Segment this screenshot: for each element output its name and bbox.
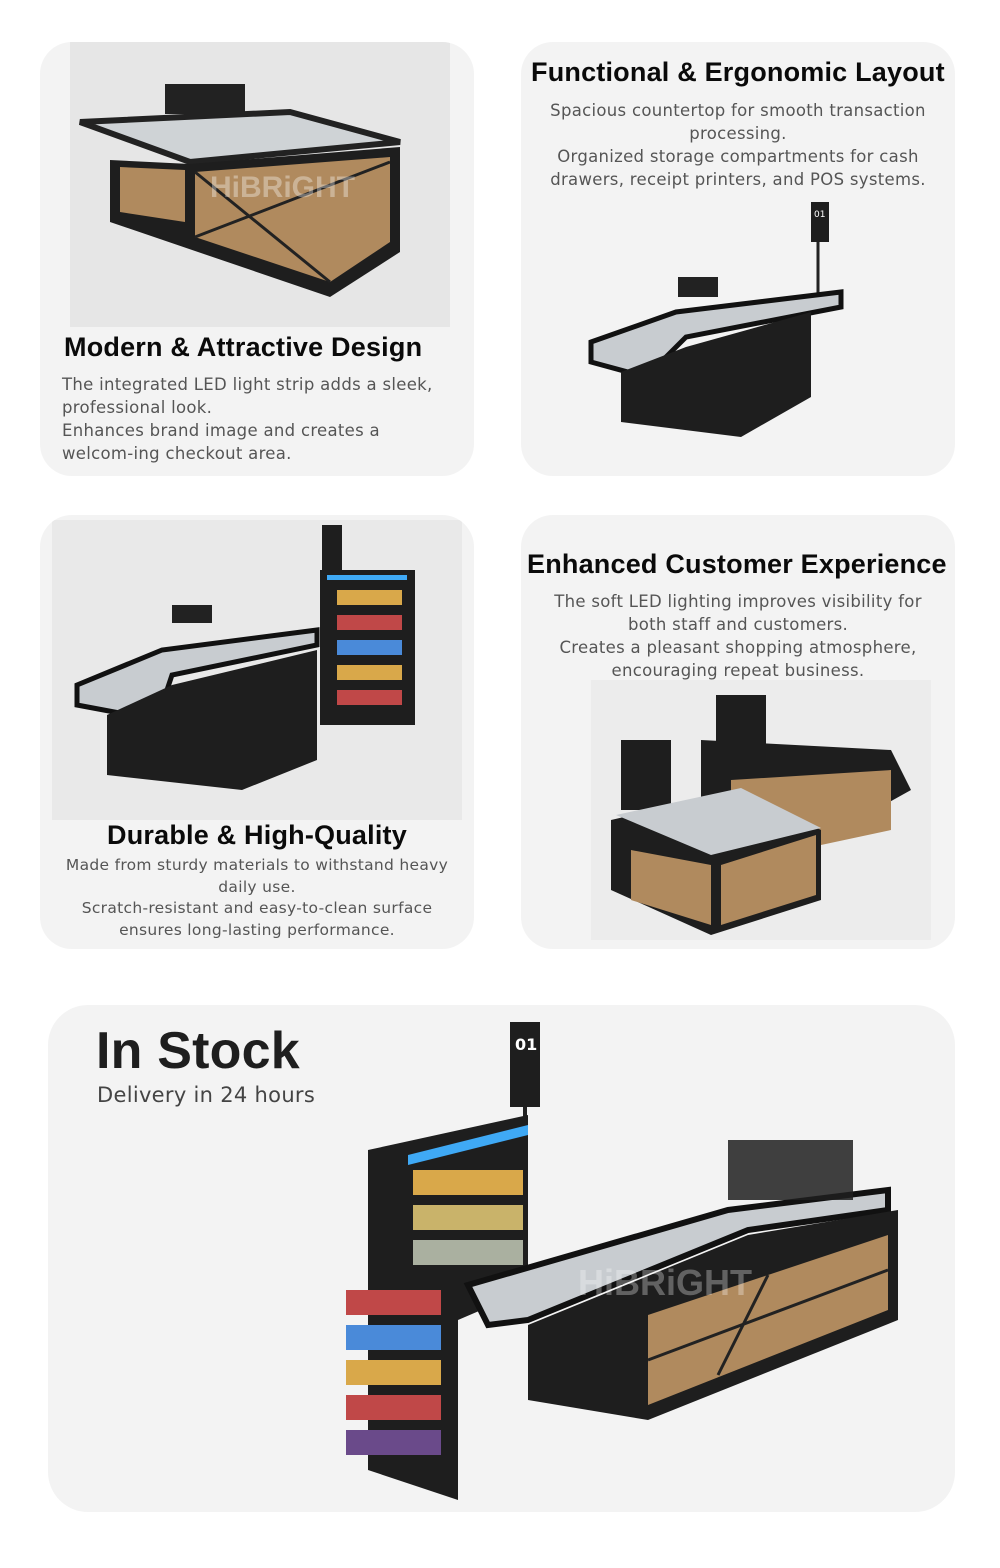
checkout-counter-hero-image: 01 HiBRiGHT [346, 1022, 898, 1500]
description-line: Enhances brand image and creates a welco… [62, 421, 380, 463]
svg-text:HiBRiGHT: HiBRiGHT [210, 171, 355, 204]
feature-description: Made from sturdy materials to withstand … [60, 855, 454, 941]
lane-sign: 01 [515, 1035, 537, 1054]
feature-title: Functional & Ergonomic Layout [531, 57, 945, 87]
stock-title: In Stock [96, 1022, 300, 1080]
feature-title: Durable & High-Quality [107, 820, 407, 850]
feature-description: The integrated LED light strip adds a sl… [62, 373, 457, 465]
feature-title: Modern & Attractive Design [64, 332, 423, 362]
feature-card-durable: Durable & High-Quality Made from sturdy … [40, 515, 474, 949]
svg-text:HiBRiGHT: HiBRiGHT [578, 1262, 752, 1303]
lane-sign: 01 [814, 210, 825, 220]
stock-subtitle: Delivery in 24 hours [97, 1083, 316, 1107]
checkout-counter-image: 01 [588, 202, 844, 437]
description-line: The integrated LED light strip adds a sl… [62, 375, 433, 417]
description-line: The soft LED lighting improves visibilit… [554, 592, 922, 634]
feature-card-modern-design: HiBRiGHT Modern & Attractive Design The … [40, 42, 474, 476]
description-line: Creates a pleasant shopping atmosphere, … [559, 638, 917, 680]
feature-description: The soft LED lighting improves visibilit… [541, 590, 935, 682]
description-line: Made from sturdy materials to withstand … [65, 856, 449, 896]
description-line: Organized storage compartments for cash … [550, 147, 926, 189]
feature-card-ergonomic-layout: Functional & Ergonomic Layout Spacious c… [521, 42, 955, 476]
feature-description: Spacious countertop for smooth transacti… [533, 99, 943, 191]
feature-title: Enhanced Customer Experience [527, 549, 947, 579]
description-line: Scratch-resistant and easy-to-clean surf… [81, 899, 433, 939]
description-line: Spacious countertop for smooth transacti… [550, 101, 926, 143]
checkout-counter-with-rack-image [52, 520, 462, 820]
checkout-counter-image: HiBRiGHT [70, 42, 450, 327]
feature-card-customer-experience: Enhanced Customer Experience The soft LE… [521, 515, 955, 949]
in-stock-card: In Stock Delivery in 24 hours 01 HiBRiGH… [48, 1005, 955, 1512]
dual-checkout-counters-image [591, 680, 931, 940]
